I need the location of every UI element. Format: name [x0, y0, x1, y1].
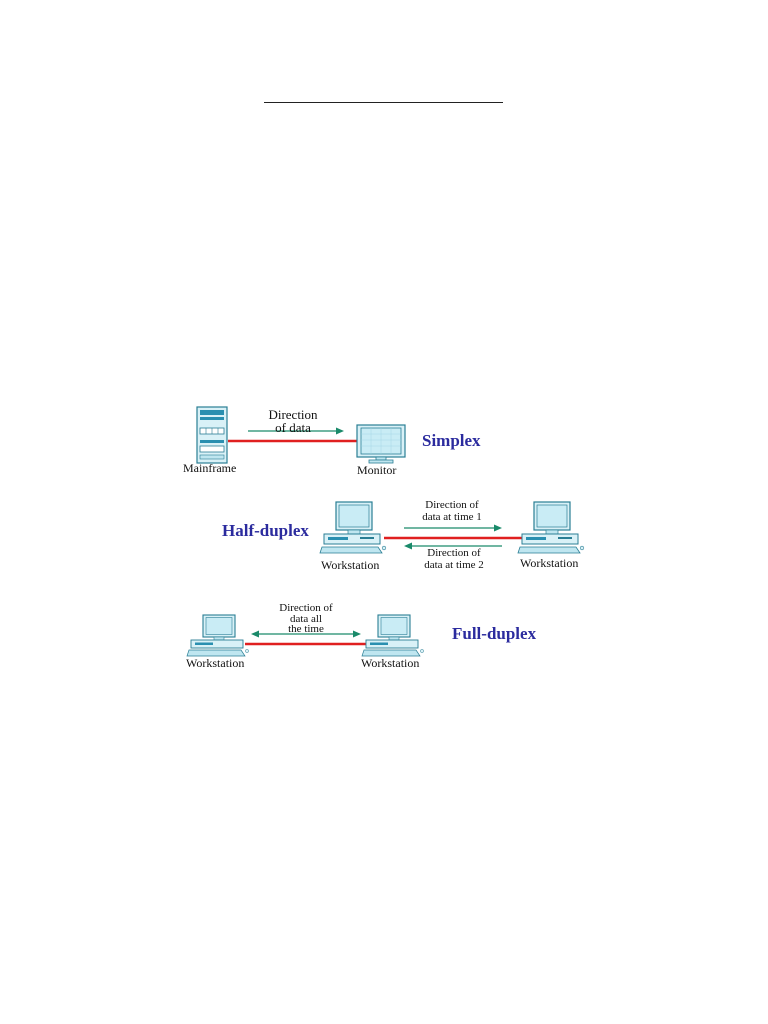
workstation-icon: [319, 501, 387, 554]
half-duplex-time2-label: Direction of data at time 2: [414, 547, 494, 571]
full-duplex-mode-label: Full-duplex: [452, 624, 537, 643]
workstation-icon: [517, 501, 585, 554]
workstation-icon: [186, 614, 249, 657]
half-duplex-time1-arrow: [404, 524, 502, 532]
full-duplex-left-workstation-label: Workstation: [186, 656, 245, 670]
half-duplex-time2-line1: Direction of: [427, 547, 481, 559]
full-duplex-direction-line1: Direction of: [279, 602, 333, 614]
half-duplex-time2-line2: data at time 2: [424, 559, 484, 571]
half-duplex-left-workstation-label: Workstation: [321, 558, 380, 572]
header-rule: [264, 102, 503, 103]
monitor-label: Monitor: [357, 463, 397, 477]
simplex-direction-arrow: [248, 427, 344, 435]
full-duplex-direction-label: Direction of data all the time: [266, 603, 346, 635]
full-duplex-link-line: [245, 642, 369, 646]
mainframe-icon: [196, 406, 228, 464]
half-duplex-mode-label: Half-duplex: [222, 521, 309, 540]
simplex-direction-label: Direction of data: [262, 408, 324, 434]
full-duplex-bidirectional-arrow: [251, 630, 361, 638]
simplex-direction-line1: Direction: [268, 407, 318, 422]
simplex-link-line: [228, 439, 358, 443]
half-duplex-link-line: [384, 536, 530, 540]
half-duplex-time1-label: Direction of data at time 1: [412, 499, 492, 523]
monitor-icon: [356, 424, 406, 464]
full-duplex-direction-line3: the time: [288, 623, 324, 635]
workstation-icon: [361, 614, 424, 657]
full-duplex-direction-line2: data all: [289, 612, 323, 625]
simplex-mode-label: Simplex: [422, 431, 481, 450]
half-duplex-right-workstation-label: Workstation: [520, 556, 579, 570]
half-duplex-time1-line2: data at time 1: [422, 511, 482, 523]
half-duplex-time1-line1: Direction of: [425, 499, 479, 511]
full-duplex-right-workstation-label: Workstation: [361, 656, 420, 670]
mainframe-label: Mainframe: [183, 461, 237, 475]
simplex-direction-line2: of data: [275, 420, 311, 435]
half-duplex-time2-arrow: [404, 542, 502, 550]
